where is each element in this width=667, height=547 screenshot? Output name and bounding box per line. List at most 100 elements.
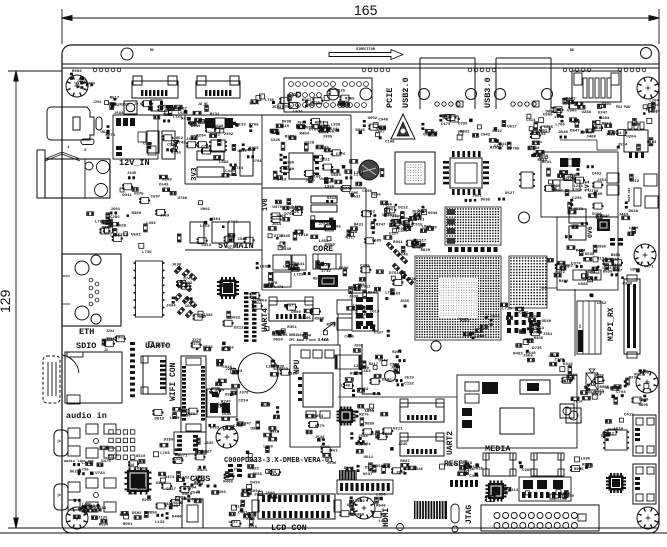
svg-text:L735: L735: [142, 251, 152, 255]
svg-text:L968: L968: [539, 155, 549, 159]
svg-text:R824: R824: [197, 469, 207, 473]
svg-text:J967: J967: [284, 304, 294, 308]
svg-text:C471: C471: [644, 265, 654, 269]
svg-text:D936: D936: [612, 265, 622, 269]
svg-text:R694: R694: [600, 117, 610, 121]
svg-text:U374: U374: [571, 262, 581, 266]
svg-text:U862: U862: [248, 460, 258, 464]
svg-text:L139: L139: [236, 123, 246, 127]
svg-text:J192: J192: [224, 133, 234, 137]
svg-text:R453: R453: [611, 254, 621, 258]
svg-text:L309: L309: [263, 445, 273, 449]
svg-text:U859: U859: [562, 98, 572, 102]
svg-text:C108: C108: [555, 358, 565, 362]
svg-text:R393: R393: [216, 491, 226, 495]
svg-text:L729: L729: [294, 274, 304, 278]
svg-text:CVBS: CVBS: [190, 474, 210, 484]
svg-text:1V8: 1V8: [262, 198, 270, 211]
svg-text:R462: R462: [559, 280, 569, 284]
svg-text:U408: U408: [194, 483, 204, 487]
svg-text:jk: jk: [57, 493, 61, 497]
svg-text:jk: jk: [57, 439, 61, 443]
svg-text:U875: U875: [134, 193, 144, 197]
svg-text:U643: U643: [369, 433, 379, 437]
svg-text:U652: U652: [563, 264, 573, 268]
svg-text:L524: L524: [293, 110, 303, 114]
svg-text:R380: R380: [132, 212, 142, 216]
svg-text:J588: J588: [530, 147, 540, 151]
svg-text:L930: L930: [631, 124, 641, 128]
svg-text:HDMI: HDMI: [382, 508, 391, 527]
svg-text:D933: D933: [210, 427, 220, 431]
svg-text:C337: C337: [374, 332, 384, 336]
svg-text:D282: D282: [282, 106, 292, 110]
svg-text:D214: D214: [559, 171, 569, 175]
svg-text:U944: U944: [428, 212, 438, 216]
svg-text:J251: J251: [597, 179, 607, 183]
svg-text:U419: U419: [277, 179, 287, 183]
svg-text:R594: R594: [368, 292, 378, 296]
svg-text:J302: J302: [354, 345, 364, 349]
svg-text:U840: U840: [282, 248, 292, 252]
svg-text:D367: D367: [91, 506, 101, 510]
svg-text:C400: C400: [344, 335, 354, 339]
svg-text:J311: J311: [611, 264, 621, 268]
svg-text:C414: C414: [526, 119, 536, 123]
svg-text:D840: D840: [285, 168, 295, 172]
svg-text:R367: R367: [120, 514, 130, 518]
svg-text:D212: D212: [234, 327, 244, 331]
svg-text:R398: R398: [622, 283, 632, 287]
svg-text:WIFI CON: WIFI CON: [169, 362, 178, 401]
svg-text:R117: R117: [346, 237, 356, 241]
svg-text:J342: J342: [396, 472, 406, 476]
svg-text:C663: C663: [391, 293, 401, 297]
svg-text:J420: J420: [606, 133, 616, 137]
svg-text:R200: R200: [392, 351, 402, 355]
svg-text:L178: L178: [266, 366, 276, 370]
svg-text:J968: J968: [293, 233, 303, 237]
svg-text:R460: R460: [570, 174, 580, 178]
svg-text:R544: R544: [328, 128, 338, 132]
svg-text:1V1: 1V1: [584, 180, 591, 192]
svg-text:D889: D889: [365, 422, 375, 426]
svg-text:D439: D439: [250, 481, 260, 485]
svg-text:R930: R930: [327, 323, 337, 327]
svg-text:R433: R433: [513, 352, 523, 356]
svg-text:R249: R249: [162, 178, 172, 182]
svg-text:U193: U193: [594, 390, 604, 394]
svg-text:J536: J536: [427, 227, 437, 231]
svg-text:C482: C482: [469, 475, 479, 479]
svg-text:R400: R400: [413, 247, 423, 251]
svg-text:C297: C297: [401, 222, 411, 226]
svg-text:J740: J740: [391, 367, 401, 371]
svg-text:D922: D922: [460, 131, 470, 135]
svg-text:J638: J638: [349, 295, 359, 299]
svg-text:D652: D652: [231, 317, 241, 321]
svg-text:D222: D222: [398, 206, 408, 210]
svg-text:D589: D589: [603, 270, 613, 274]
svg-text:R512: R512: [630, 180, 640, 184]
svg-text:L806: L806: [249, 103, 259, 107]
svg-text:L108: L108: [640, 372, 650, 376]
svg-text:R351: R351: [287, 326, 297, 330]
svg-text:R345: R345: [281, 235, 291, 239]
svg-text:C628: C628: [116, 225, 126, 229]
svg-text:C101: C101: [602, 103, 612, 107]
svg-text:L204: L204: [649, 100, 659, 104]
svg-text:C425: C425: [225, 170, 235, 174]
svg-text:C225: C225: [271, 139, 281, 143]
svg-text:J928: J928: [387, 214, 397, 218]
svg-text:SPI Nand Flash 4 size: SPI Nand Flash 4 size: [289, 338, 329, 342]
svg-text:3: 3: [84, 149, 87, 153]
svg-text:J891: J891: [361, 443, 371, 447]
svg-text:D580: D580: [542, 320, 552, 324]
svg-text:R641: R641: [542, 161, 552, 165]
svg-text:J271: J271: [560, 266, 570, 270]
svg-text:C419: C419: [624, 414, 634, 418]
svg-text:R165: R165: [345, 98, 355, 102]
svg-text:C955: C955: [331, 226, 341, 230]
svg-text:U892: U892: [183, 282, 193, 286]
svg-text:5V_MAIN: 5V_MAIN: [218, 241, 254, 251]
svg-text:J159: J159: [610, 259, 620, 263]
svg-text:R987: R987: [586, 278, 596, 282]
